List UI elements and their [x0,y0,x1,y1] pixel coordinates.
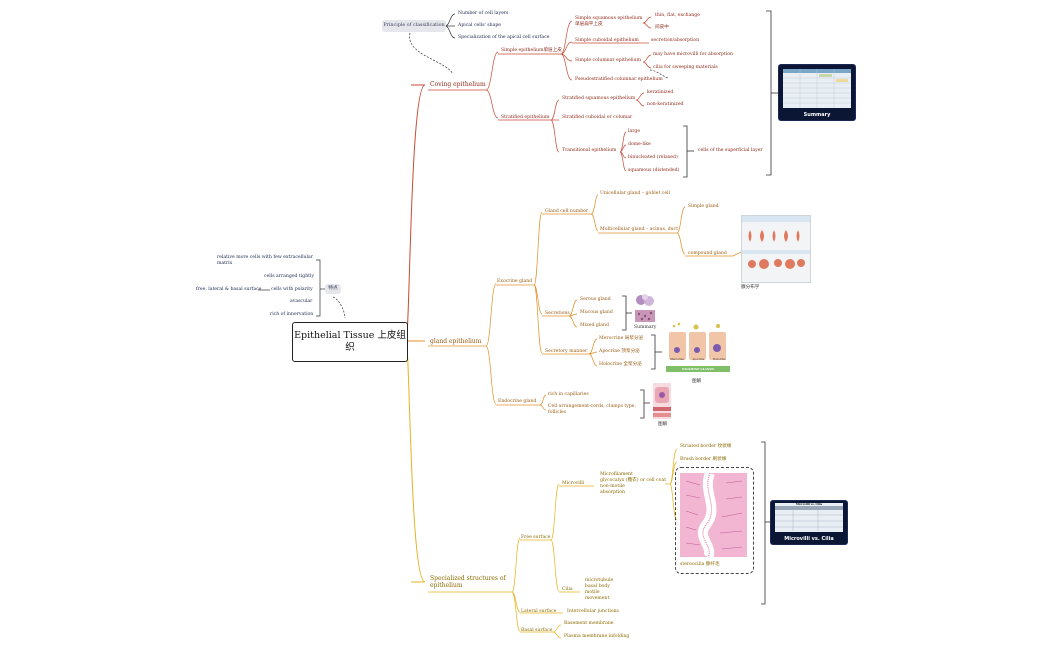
feature-item[interactable]: relative more cells with few extracellul… [217,255,313,266]
secretory-manner[interactable]: Secretory manner [545,349,588,354]
gland-types-image[interactable] [741,215,811,283]
squamous-item[interactable]: thin, flat, exchange [655,13,700,18]
endocrine-item[interactable]: Cell arrangement-cords, clumps type, fol… [548,404,636,415]
secretory-image-label: Apocrine [692,358,705,361]
secretory-image-label: Holocrine [712,358,726,361]
transitional-item[interactable]: dome-like [628,142,651,147]
endocrine-caption: 图解 [658,422,668,427]
secretory-item[interactable]: Merocrine 局浆分泌 [599,336,644,341]
principle-item[interactable]: Specialization of the apical cell surfac… [458,35,550,40]
secretion-item[interactable]: Mixed gland [580,323,609,328]
transitional[interactable]: Transitional epithelium [562,148,617,153]
secretory-caption: 图解 [692,379,702,384]
summary-card-label: Summary [803,112,831,118]
comparison-table-thumbnail: Microvilli vs. Cilia [775,503,843,532]
brush-border[interactable]: Brush border 刷状缘 [680,457,727,462]
cilia[interactable]: Cilia [562,587,573,592]
endocrine-item[interactable]: rich in capillaries [548,392,589,397]
gland-cell-number[interactable]: Gland cell number [545,209,589,214]
secretion-item[interactable]: Mucous gland [580,310,613,315]
secretory-item[interactable]: Apocrine 顶浆分泌 [599,349,640,354]
secretory-manner-image[interactable]: Merocrine Apocrine Holocrine EXOCRINE GL… [666,320,730,374]
stereocilia-image[interactable] [680,471,747,560]
stratified-cuboidal[interactable]: Stratified cuboidal or columar [562,115,633,120]
striated-border[interactable]: Striated border 纹状缘 [680,444,732,449]
cilia-detail[interactable]: microtubule [585,578,614,583]
gland-label[interactable]: gland epithelium [430,338,482,345]
free-surface[interactable]: Free surface [521,535,551,540]
microvilli-vs-cilia-card[interactable]: Microvilli vs. Cilia Microvilli vs. Cili… [771,501,847,544]
lateral-item[interactable]: Intercellular junctions [567,609,619,614]
feature-item[interactable]: rich of innervation [270,312,314,317]
transitional-item[interactable]: binucleated (relaxed) [628,155,678,160]
secretions-image[interactable] [633,294,657,324]
microvilli[interactable]: Microvilli [562,481,585,486]
stratified-squamous[interactable]: Stratified squamous epithelium [562,96,636,101]
gland-types-caption: 腺分布学 [741,285,760,290]
transitional-item[interactable]: squamous (distended) [628,168,680,173]
squamous-item[interactable]: 间皮中 [655,25,669,30]
simple-columnar[interactable]: Simple columnar epithelium [575,58,641,63]
microvilli-detail[interactable]: absorption [600,490,625,495]
principle-item[interactable]: Number of cell layers [458,11,509,16]
compound-gland[interactable]: compound gland [688,251,727,256]
principle-item[interactable]: Apical cells' shape [458,23,501,28]
endocrine-gland[interactable]: Endocrine gland [498,399,537,404]
stereocilia-frame [675,467,754,574]
stratified-epithelium[interactable]: Stratified epithelium [501,115,550,120]
feature-item[interactable]: cells arranged tightly [264,274,315,279]
branch-specialized [405,341,426,583]
root-topic[interactable]: Epithelial Tissue 上皮组织 [292,322,408,362]
feature-item[interactable]: avascular [290,299,313,304]
secretion-item[interactable]: Serous gland [580,297,611,302]
basal-item[interactable]: Basement membrane [564,621,614,626]
cilia-detail[interactable]: movement [585,596,610,601]
microvilli-detail[interactable]: Microfilament [600,472,633,477]
branch-covering [405,84,426,341]
root-title: Epithelial Tissue 上皮组织 [294,330,406,353]
unicellular-gland[interactable]: Unicellular gland – goblet cell [600,191,670,196]
simple-squamous[interactable]: Simple squamous epithelium 单层扁平上皮 [575,16,643,27]
simple-epithelium[interactable]: Simple epithelium单层上皮 [501,48,562,53]
simple-cuboidal[interactable]: Simple cuboidal epithelium [575,38,639,43]
feature-polarity-sub[interactable]: free, lateral & basal surface [196,287,262,292]
exocrine-gland[interactable]: Exocrine gland [497,279,533,284]
multicellular-gland[interactable]: Multicellular gland – acinus, duct [600,227,679,232]
secretions-caption: Summary [634,325,657,330]
microvilli-detail[interactable]: non-motile [600,484,625,489]
specialized-label[interactable]: Specialized structures of epithelium [430,575,506,589]
comparison-table-title: Microvilli vs. Cilia [795,503,823,506]
transitional-note[interactable]: cells of the superficial layer [698,148,763,153]
summary-table-thumbnail [783,69,851,108]
stereocilia[interactable]: stereocilia 静纤毛 [680,562,720,567]
microvilli-vs-cilia-label: Microvilli vs. Cilia [784,536,834,542]
covering-label[interactable]: Coving epithelium [430,81,486,88]
basal-item[interactable]: Plasma membrane infolding [564,634,630,639]
columnar-item[interactable]: cilia for sweeping materials [653,65,718,70]
cilia-detail[interactable]: motile [585,590,600,595]
microvilli-detail[interactable]: glycocalyx (糖衣) or cell coat [600,478,667,483]
summary-card[interactable]: Summary [779,65,855,120]
cilia-detail[interactable]: basal body [585,584,610,589]
secretory-image-banner: EXOCRINE GLANDS [682,367,714,371]
principle-label[interactable]: Principle of classification [382,20,446,32]
features-label[interactable]: 特点 [325,284,341,294]
secretory-item[interactable]: Holocrine 全浆分泌 [599,362,642,367]
basal-surface[interactable]: Basal surface [521,628,553,633]
secretions[interactable]: Secretions [545,311,570,316]
pseudostratified[interactable]: Pseudostratified columnar epithelium [575,77,663,82]
transitional-item[interactable]: large [628,129,641,134]
feature-item[interactable]: cells with polarity [271,287,313,292]
cuboidal-item[interactable]: secretion/absorption [651,38,700,43]
keratin-item[interactable]: keratinized [647,90,674,95]
simple-gland[interactable]: Simple gland [688,204,719,209]
endocrine-image[interactable] [653,383,671,419]
lateral-surface[interactable]: Lateral surface [521,609,557,614]
secretory-image-label: Merocrine [670,358,684,361]
columnar-item[interactable]: may have microvilli for absorption [653,52,734,57]
keratin-item[interactable]: non-keratinized [647,102,684,107]
